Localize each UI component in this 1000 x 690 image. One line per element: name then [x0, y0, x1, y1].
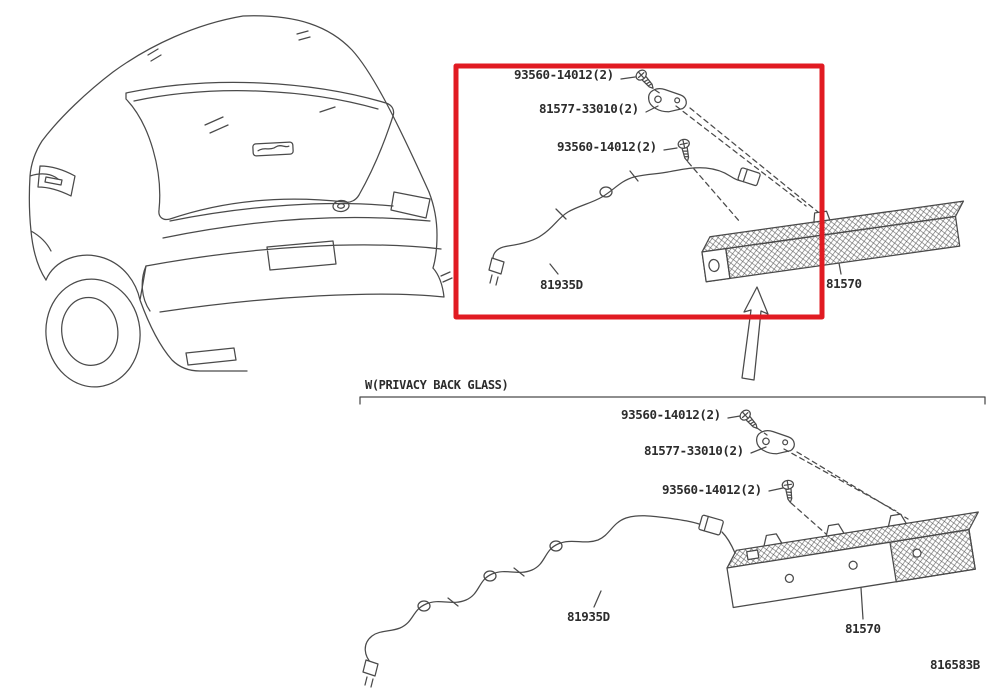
assembly-dashed-leaders — [756, 427, 909, 542]
label-leader-lines — [593, 415, 864, 620]
privacy-bracket-line — [359, 396, 986, 405]
harness-connector — [698, 514, 724, 536]
stop-lamp-drawing — [726, 511, 979, 609]
harness-connector — [737, 167, 761, 187]
screw-icon — [781, 479, 797, 504]
part-label-lamp-bottom: 81570 — [845, 621, 881, 636]
car-rear-drawing — [28, 15, 453, 388]
panel-gap-ticks — [147, 30, 453, 283]
stop-lamp-drawing — [701, 200, 965, 283]
privacy-glass-note: W(PRIVACY BACK GLASS) — [365, 378, 509, 392]
wire-harness-drawing — [488, 167, 761, 286]
part-label-bracket-bottom: 81577-33010(2) — [644, 443, 744, 458]
rear-wheel — [45, 278, 141, 388]
highlight-box — [453, 63, 825, 320]
car-outline — [28, 15, 430, 281]
glass-badge — [252, 141, 294, 157]
wire-harness-drawing — [362, 514, 736, 688]
assembly-dashed-leaders — [654, 89, 819, 223]
screw-icon — [633, 67, 658, 93]
trunk-emblem — [332, 199, 350, 213]
door-handle — [44, 176, 63, 186]
part-label-bracket-top: 81577-33010(2) — [539, 101, 639, 116]
rear-glass — [125, 81, 395, 221]
part-label-screw-upper-top: 93560-14012(2) — [514, 67, 614, 82]
part-label-harness-top: 81935D — [540, 277, 583, 292]
part-label-lamp-top: 81570 — [826, 276, 862, 291]
bracket-part — [753, 427, 797, 459]
part-label-harness-bottom: 81935D — [567, 609, 610, 624]
bracket-part — [645, 85, 689, 117]
screw-icon — [676, 137, 694, 163]
bottom-assembly-drawing — [359, 396, 986, 688]
part-label-screw-lower-top: 93560-14012(2) — [557, 139, 657, 154]
up-arrow-icon — [741, 286, 769, 381]
top-assembly-drawing — [488, 67, 965, 381]
part-label-screw-upper-bottom: 93560-14012(2) — [621, 407, 721, 422]
label-leader-lines — [549, 76, 842, 275]
part-label-screw-lower-bottom: 93560-14012(2) — [662, 482, 762, 497]
tail-lights — [37, 165, 431, 219]
trunk-lines — [162, 191, 438, 269]
wheel-arch — [45, 254, 248, 372]
rear-bumper — [141, 240, 445, 366]
diagram-code: 816583B — [930, 657, 980, 672]
